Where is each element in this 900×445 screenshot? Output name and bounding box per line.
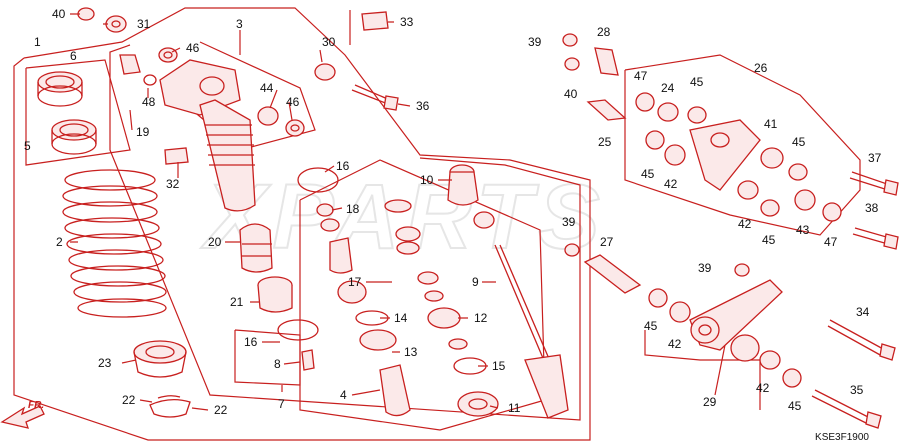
callout-label: 45: [641, 167, 655, 181]
callout-label: 7: [278, 397, 285, 411]
callout-label: 46: [186, 41, 200, 55]
callout-label: 24: [661, 81, 675, 95]
callout-label: 41: [764, 117, 778, 131]
callout-label: 36: [416, 99, 430, 113]
callout-label: 3: [236, 17, 243, 31]
callout-label: 22: [214, 403, 228, 417]
callout-label: 42: [664, 177, 678, 191]
callout-label: 39: [528, 35, 542, 49]
diagram-code: KSE3F1900: [815, 432, 869, 443]
callout-label: 45: [792, 135, 806, 149]
callout-label: 32: [166, 177, 180, 191]
callout-label: 37: [868, 151, 882, 165]
callout-label: 45: [644, 319, 658, 333]
callout-label: 47: [824, 235, 838, 249]
callout-label: 25: [598, 135, 612, 149]
callout-label: 19: [136, 125, 150, 139]
callout-label: 46: [286, 95, 300, 109]
linkage-parts: [562, 33, 899, 429]
callout-label: 27: [600, 235, 614, 249]
callout-label: 5: [24, 139, 31, 153]
callout-label: 39: [698, 261, 712, 275]
leader-lines: [70, 13, 499, 411]
callout-label: 39: [562, 215, 576, 229]
spring-assembly: [37, 7, 191, 418]
callout-label: 8: [274, 357, 281, 371]
callout-label: 34: [856, 305, 870, 319]
callout-label: 16: [244, 335, 258, 349]
callout-label: 42: [668, 337, 682, 351]
callout-label: 40: [52, 7, 66, 21]
callout-label: 10: [420, 173, 434, 187]
callout-label: 38: [865, 201, 879, 215]
callout-label: 16: [336, 159, 350, 173]
callout-label: 29: [703, 395, 717, 409]
callout-label: 43: [796, 223, 810, 237]
callout-label: 6: [70, 49, 77, 63]
callout-label: 9: [472, 275, 479, 289]
callout-label: 15: [492, 359, 506, 373]
svg-text:FR.: FR.: [28, 400, 44, 411]
callout-label: 1: [34, 35, 41, 49]
callout-label: 45: [788, 399, 802, 413]
callout-label: 35: [850, 383, 864, 397]
callout-label: 30: [322, 35, 336, 49]
callout-label: 45: [690, 75, 704, 89]
callout-label: 28: [597, 25, 611, 39]
callout-label: 12: [474, 311, 488, 325]
piston-stack: [316, 164, 499, 417]
callout-label: 26: [754, 61, 768, 75]
callout-label: 21: [230, 295, 244, 309]
callout-label: 31: [137, 17, 151, 31]
callout-label: 14: [394, 311, 408, 325]
callout-label: 20: [208, 235, 222, 249]
callout-label: 22: [122, 393, 136, 407]
callout-label: 13: [404, 345, 418, 359]
callout-label: 45: [762, 233, 776, 247]
callout-label: 4: [340, 388, 347, 402]
callout-label: 17: [348, 275, 362, 289]
callout-label: 33: [400, 15, 414, 29]
callout-label: 42: [756, 381, 770, 395]
callout-label: 2: [56, 235, 63, 249]
front-arrow: FR.: [0, 400, 45, 429]
callout-label: 23: [98, 356, 112, 370]
callout-labels: 40 31 3 33 1 6 46 30 48 44 46 36 5 19 16…: [24, 7, 882, 417]
callout-label: 44: [260, 81, 274, 95]
callout-label: 48: [142, 95, 156, 109]
callout-label: 11: [508, 401, 521, 415]
callout-label: 18: [346, 202, 360, 216]
callout-label: 40: [564, 87, 578, 101]
callout-label: 42: [738, 217, 752, 231]
callout-label: 47: [634, 69, 648, 83]
